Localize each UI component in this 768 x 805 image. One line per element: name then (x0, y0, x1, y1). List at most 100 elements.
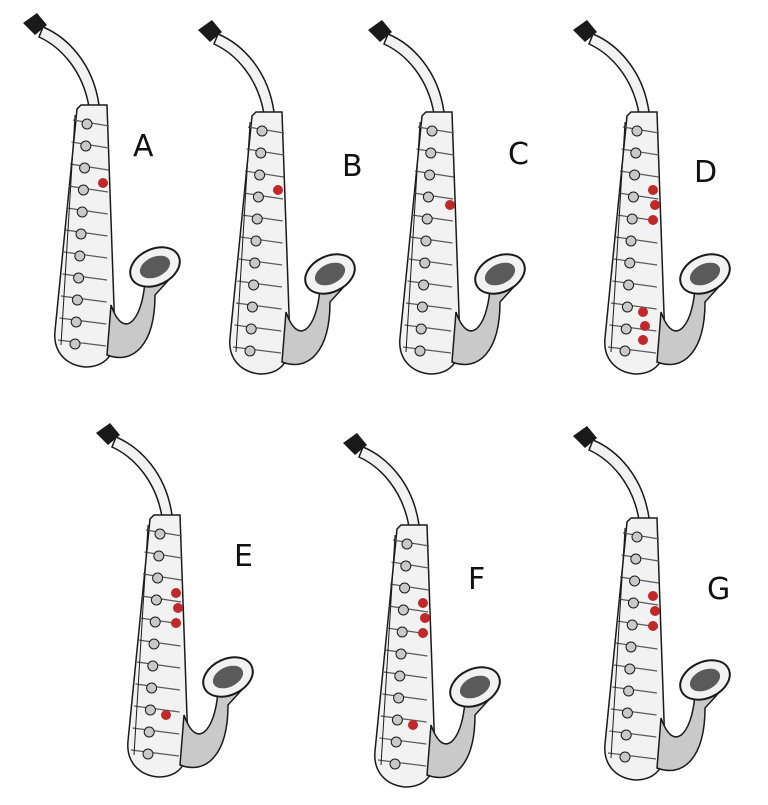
fingering-label-b: B (342, 149, 363, 184)
key-rod (609, 324, 657, 332)
pressed-key-upper-2 (445, 200, 455, 210)
key-cup (154, 528, 166, 540)
key-cup (76, 206, 88, 218)
key-cup (396, 626, 408, 638)
pressed-key-upper-3 (648, 621, 658, 631)
key-cup (245, 323, 257, 335)
key-rod (405, 302, 452, 310)
key-cup (418, 279, 430, 291)
key-rod (232, 346, 282, 354)
mouthpiece (23, 13, 47, 35)
key-cup (625, 641, 637, 653)
key-rod (612, 686, 657, 694)
key-cup (73, 272, 85, 284)
neck (111, 436, 173, 518)
pressed-key-upper-2 (173, 603, 183, 613)
key-cup (630, 147, 642, 159)
key-cup (400, 560, 412, 572)
key-cup (77, 184, 89, 196)
bell-inner (689, 668, 721, 692)
key-cup (414, 345, 426, 357)
key-rod (404, 324, 452, 332)
key-rod (607, 346, 657, 354)
key-cup (69, 338, 81, 350)
key-cup (422, 191, 434, 203)
key-cup (621, 301, 633, 313)
key-rod (379, 737, 427, 745)
saxophone-fingering-d (565, 12, 745, 392)
body-rod (610, 527, 626, 759)
key-cup (153, 550, 165, 562)
key-rod (380, 715, 427, 723)
key-rod (612, 280, 657, 288)
body-rod (405, 121, 421, 353)
pressed-key-lower-3 (638, 335, 648, 345)
pressed-key-lower-1 (638, 307, 648, 317)
key-rod (57, 339, 107, 347)
mouthpiece (96, 423, 120, 445)
key-rod (385, 649, 428, 657)
key-cup (399, 582, 411, 594)
neck (588, 439, 650, 521)
key-cup (251, 213, 263, 225)
bell-inner (212, 665, 244, 689)
pressed-key-upper-1 (273, 185, 283, 195)
pressed-key-upper-1 (98, 178, 108, 188)
key-cup (252, 191, 264, 203)
fingering-label-e: E (234, 539, 253, 574)
key-cup (142, 748, 154, 760)
key-cup (71, 294, 83, 306)
neck (383, 33, 445, 115)
bell-inner (139, 255, 171, 279)
fingering-label-g: G (707, 572, 731, 607)
key-rod (610, 302, 657, 310)
fingering-label-c: C (508, 137, 529, 172)
pressed-key-upper-1 (648, 185, 658, 195)
key-rod (130, 749, 180, 757)
key-cup (391, 714, 403, 726)
key-cup (81, 118, 93, 130)
pressed-key-upper-1 (418, 598, 428, 608)
neck (38, 26, 100, 108)
key-rod (615, 236, 658, 244)
key-cup (256, 125, 268, 137)
key-cup (623, 685, 635, 697)
saxophone-fingering-c (360, 12, 540, 392)
key-cup (424, 169, 436, 181)
key-cup (248, 279, 260, 291)
saxophone-drawing (23, 13, 181, 368)
key-cup (401, 538, 413, 550)
key-cup (246, 301, 258, 313)
neck (358, 446, 420, 528)
key-cup (624, 257, 636, 269)
key-cup (416, 301, 428, 313)
key-rod (408, 258, 453, 266)
key-rod (63, 251, 108, 259)
saxophone-fingering-a (15, 5, 195, 385)
saxophone-drawing (573, 426, 731, 781)
key-cup (630, 553, 642, 565)
pressed-key-upper-3 (171, 618, 181, 628)
key-rod (234, 324, 282, 332)
body-rod (133, 524, 149, 756)
key-rod (136, 661, 181, 669)
key-cup (620, 323, 632, 335)
pressed-key-upper-2 (420, 613, 430, 623)
saxophone-fingering-e (88, 415, 268, 795)
key-rod (62, 273, 107, 281)
pressed-key-lower-2 (640, 321, 650, 331)
key-rod (235, 302, 282, 310)
bell-inner (689, 262, 721, 286)
key-rod (610, 708, 657, 716)
key-cup (144, 704, 156, 716)
pressed-key-upper-2 (650, 606, 660, 616)
key-rod (132, 727, 180, 735)
key-cup (255, 147, 267, 159)
key-rod (382, 693, 427, 701)
pressed-key-upper-2 (650, 200, 660, 210)
key-rod (377, 759, 427, 767)
pressed-key-lower-1 (161, 710, 171, 720)
pressed-key-upper-3 (418, 628, 428, 638)
key-cup (627, 191, 639, 203)
key-rod (410, 236, 453, 244)
